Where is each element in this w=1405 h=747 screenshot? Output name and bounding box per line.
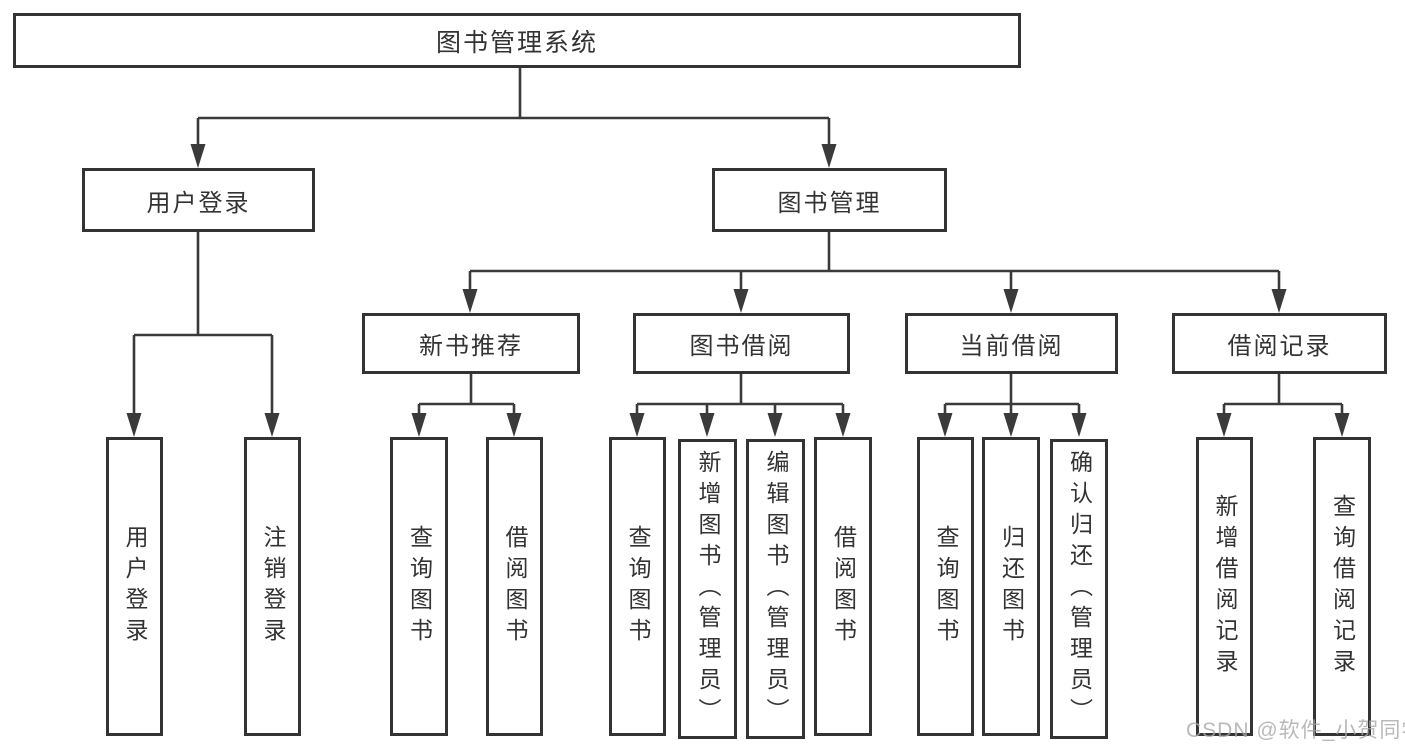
node-book-management: 图书管理 xyxy=(712,168,947,232)
leaf-add-borrow-record: 新增借阅记录 xyxy=(1196,437,1253,736)
leaf-edit-books-admin: 编辑图书（管理员） xyxy=(746,439,805,739)
leaf-add-books-admin: 新增图书（管理员） xyxy=(678,439,737,739)
connector-currentborrow-to-leaves xyxy=(937,374,1087,437)
node-borrow-records: 借阅记录 xyxy=(1172,313,1387,374)
leaf-confirm-return-admin: 确认归还（管理员） xyxy=(1050,439,1108,739)
leaf-logout: 注销登录 xyxy=(244,437,301,736)
node-library-management-system: 图书管理系统 xyxy=(13,13,1021,68)
connector-userlogin-to-leaves xyxy=(126,232,280,437)
connector-bookborrow-to-leaves xyxy=(629,374,851,437)
connector-root-to-level2 xyxy=(190,68,837,168)
leaf-return-books: 归还图书 xyxy=(982,437,1040,736)
leaf-query-books-current: 查询图书 xyxy=(917,437,974,736)
leaf-query-books-borrow: 查询图书 xyxy=(609,437,666,736)
connector-bookmgmt-to-level3 xyxy=(462,232,1287,313)
leaf-query-books-recommend: 查询图书 xyxy=(390,437,448,736)
node-new-book-recommend: 新书推荐 xyxy=(362,313,580,374)
node-current-borrow: 当前借阅 xyxy=(905,313,1118,374)
connector-borrowrecords-to-leaves xyxy=(1216,374,1350,437)
connector-newbook-to-leaves xyxy=(411,374,522,437)
leaf-borrow-books: 借阅图书 xyxy=(814,437,872,736)
leaf-borrow-books-recommend: 借阅图书 xyxy=(486,437,543,736)
watermark: CSDN @软件_小贺同学 xyxy=(1186,719,1405,742)
node-user-login: 用户登录 xyxy=(82,168,315,232)
leaf-user-login: 用户登录 xyxy=(106,437,163,736)
node-book-borrow: 图书借阅 xyxy=(633,313,850,374)
leaf-query-borrow-record: 查询借阅记录 xyxy=(1313,437,1371,736)
